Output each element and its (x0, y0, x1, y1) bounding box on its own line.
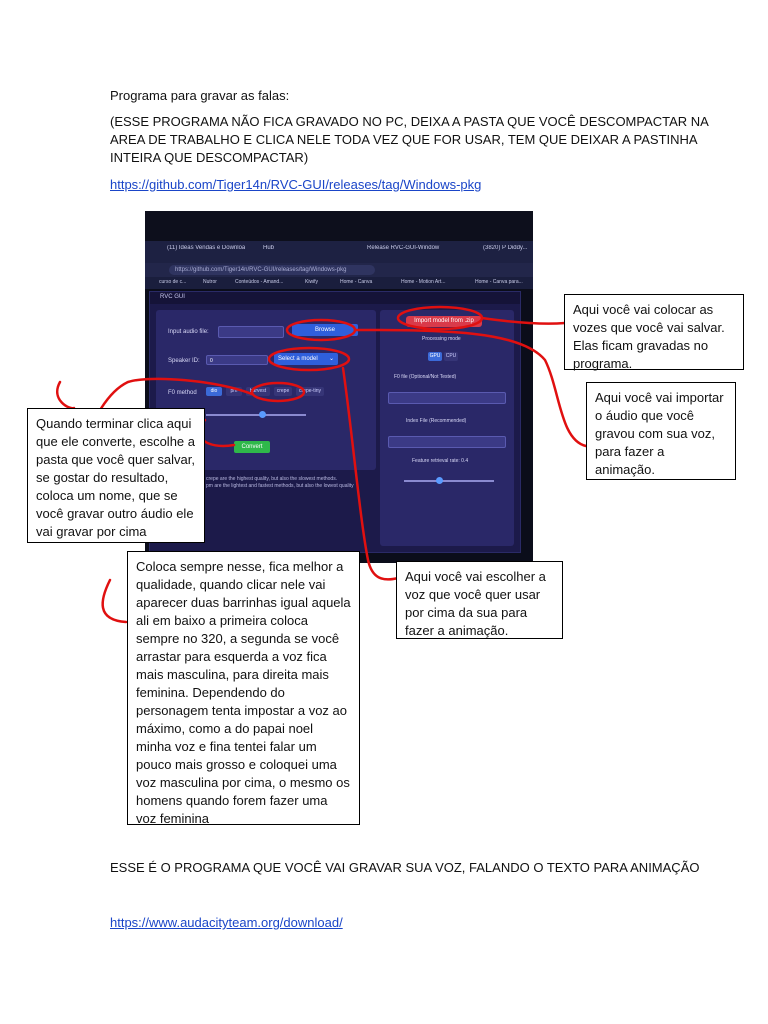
browser-tab[interactable]: (3820) P Diddy... (483, 245, 528, 251)
speaker-id-field[interactable]: 0 (206, 355, 268, 365)
right-panel (380, 310, 514, 546)
method-note-box: Coloca sempre nesse, fica melhor a quali… (127, 551, 360, 826)
f0-method-label: F0 method (168, 390, 197, 396)
convert-note-box: Quando terminar clica aqui que ele conve… (27, 408, 205, 543)
input-audio-label: Input audio file: (168, 329, 209, 335)
f0-file-field[interactable] (388, 392, 506, 404)
browser-tab-strip: (11) Ideas Vendas e Downloa Hub Release … (145, 241, 533, 264)
speaker-id-label: Speaker ID: (168, 358, 200, 364)
select-model-label: Select a model (278, 356, 318, 362)
convert-button[interactable]: Convert (234, 441, 270, 453)
browser-tab[interactable]: Hub (263, 245, 275, 251)
f0-option-harvest[interactable]: harvest (246, 387, 270, 396)
gpu-option[interactable]: GPU (428, 352, 442, 361)
bookmark-item[interactable]: Kiwify (305, 279, 319, 285)
github-link[interactable]: https://github.com/Tiger14n/RVC-GUI/rele… (110, 177, 482, 192)
f0-option-crepe-tiny[interactable]: crepe-tiny (296, 387, 324, 396)
page-heading: Programa para gravar as falas: (110, 88, 290, 103)
import-model-button[interactable]: Import model from .zip (406, 316, 482, 327)
f0-option-dio[interactable]: dio (206, 387, 222, 396)
pitch-slider-knob[interactable] (259, 411, 266, 418)
chevron-down-icon: ⌄ (328, 356, 334, 362)
browser-url-bar: https://github.com/Tiger14n/RVC-GUI/rele… (145, 263, 533, 277)
f0-option-crepe[interactable]: crepe (274, 387, 292, 396)
feature-ratio-slider-track[interactable] (404, 480, 494, 482)
app-title: RVC GUI (160, 294, 185, 300)
bookmark-item[interactable]: Home - Canva (340, 279, 373, 285)
browse-button[interactable]: Browse (292, 324, 358, 336)
index-file-field[interactable] (388, 436, 506, 448)
select-model-note-box: Aqui você vai escolher a voz que você qu… (396, 561, 563, 639)
index-file-label: Index File (Recommended) (406, 418, 467, 424)
f0-option-pm[interactable]: pm (226, 387, 242, 396)
feature-ratio-label: Feature retrieval rate: 0.4 (412, 458, 469, 464)
import-note-box: Aqui você vai colocar as vozes que você … (564, 294, 744, 371)
notice-line-3: INTEIRA QUE DESCOMPACTAR) (110, 150, 309, 165)
rvc-title-bar: RVC GUI (150, 292, 520, 304)
bookmark-item[interactable]: curso de c... (159, 279, 187, 285)
select-model-dropdown[interactable]: Select a model ⌄ (274, 353, 338, 365)
bookmarks-bar: curso de c... Nutror Conteúdos - Amand..… (145, 277, 533, 289)
processing-mode-label: Processing mode (422, 336, 461, 342)
footer-text: ESSE É O PROGRAMA QUE VOCÊ VAI GRAVAR SU… (110, 860, 700, 875)
bookmark-item[interactable]: Nutror (203, 279, 217, 285)
photo-dark-edge (145, 211, 533, 241)
browser-tab[interactable]: Release RVC-GUI-Window (367, 245, 440, 251)
left-curl-bottom (101, 578, 128, 624)
pitch-slider-track[interactable] (206, 414, 306, 416)
f0-file-label: F0 file (Optional/Not Tested) (394, 374, 457, 380)
notice-line-2: AREA DE TRABALHO E CLICA NELE TODA VEZ Q… (110, 132, 698, 147)
cpu-option[interactable]: CPU (444, 352, 458, 361)
url-input[interactable]: https://github.com/Tiger14n/RVC-GUI/rele… (169, 265, 375, 275)
method-note-2: pm are the lightest and fastest methods,… (206, 483, 354, 489)
audacity-link[interactable]: https://www.audacityteam.org/download/ (110, 915, 343, 930)
method-note-1: crepe are the highest quality, but also … (206, 476, 338, 482)
input-audio-field[interactable] (218, 326, 284, 338)
bookmark-item[interactable]: Home - Canva para... (475, 279, 523, 285)
left-curl-top (56, 380, 76, 410)
bookmark-item[interactable]: Home - Motion Art... (401, 279, 446, 285)
browser-tab[interactable]: (11) Ideas Vendas e Downloa (167, 245, 245, 251)
browse-note-box: Aqui você vai importar o áudio que você … (586, 382, 736, 480)
notice-line-1: (ESSE PROGRAMA NÃO FICA GRAVADO NO PC, D… (110, 114, 709, 129)
feature-ratio-slider-knob[interactable] (436, 477, 443, 484)
bookmark-item[interactable]: Conteúdos - Amand... (235, 279, 284, 285)
